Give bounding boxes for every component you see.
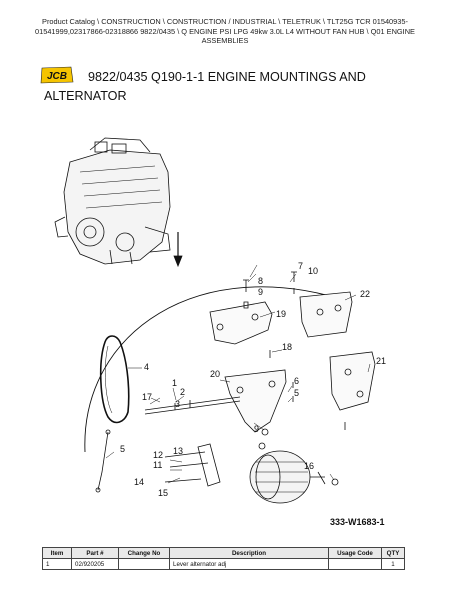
- col-part-number: Part #: [71, 547, 119, 559]
- callout-16: 16: [304, 461, 314, 471]
- callout-6: 6: [294, 376, 299, 386]
- exploded-parts-diagram: 4 1 2 3 17 8 9 7 10 22 19 18 21 20 6 5 5…: [54, 137, 386, 504]
- callout-4: 4: [144, 362, 149, 372]
- engine-illustration: [54, 137, 171, 265]
- callout-7: 7: [298, 261, 303, 271]
- callout-19: 19: [276, 309, 286, 319]
- col-description: Description: [169, 547, 329, 559]
- callout-2: 2: [180, 387, 185, 397]
- callout-5-alt: 5: [294, 388, 299, 398]
- callout-3: 3: [175, 399, 180, 409]
- cell-description: Lever alternator adj: [169, 558, 329, 570]
- parts-table-header-row: Item Part # Change No Description Usage …: [42, 547, 405, 559]
- callout-22: 22: [360, 289, 370, 299]
- callout-1: 1: [172, 378, 177, 388]
- callout-11: 11: [153, 460, 162, 470]
- cell-qty: 1: [381, 558, 405, 570]
- alternator-illustration: [249, 450, 339, 504]
- cell-usage-code: [328, 558, 382, 570]
- col-qty: QTY: [381, 547, 405, 559]
- page-title: 9822/0435 Q190-1-1 ENGINE MOUNTINGS AND …: [44, 68, 418, 106]
- callout-9: 9: [258, 287, 263, 297]
- breadcrumb-line-2: 01541999,02317866-02318866 9822/0435 \ Q…: [34, 26, 415, 36]
- callout-13: 13: [173, 446, 183, 456]
- jcb-logo-text: JCB: [47, 71, 67, 82]
- callout-15: 15: [158, 488, 168, 498]
- breadcrumb: Product Catalog \ CONSTRUCTION \ CONSTRU…: [18, 17, 432, 46]
- parts-table: Item Part # Change No Description Usage …: [42, 547, 405, 570]
- breadcrumb-line-3: ASSEMBLIES: [201, 36, 249, 46]
- callout-9-lower: 9: [254, 424, 259, 434]
- callout-10: 10: [308, 266, 318, 276]
- callout-17: 17: [142, 392, 152, 402]
- callout-5: 5: [120, 444, 125, 454]
- cell-part-number: 02/920205: [71, 558, 119, 570]
- callout-14: 14: [134, 477, 144, 487]
- breadcrumb-line-1: Product Catalog \ CONSTRUCTION \ CONSTRU…: [42, 17, 408, 26]
- col-change-no: Change No: [118, 547, 170, 559]
- callout-20: 20: [210, 369, 220, 379]
- callout-18: 18: [282, 342, 292, 352]
- table-row: 1 02/920205 Lever alternator adj 1: [42, 558, 405, 570]
- callout-12: 12: [153, 450, 163, 460]
- title-line-2: ALTERNATOR: [44, 89, 127, 103]
- col-item: Item: [42, 547, 72, 559]
- cell-item: 1: [42, 558, 72, 570]
- figure-code: 333-W1683-1: [330, 517, 385, 527]
- callout-21: 21: [376, 356, 386, 366]
- cell-change-no: [118, 558, 170, 570]
- col-usage-code: Usage Code: [328, 547, 382, 559]
- title-line-1: 9822/0435 Q190-1-1 ENGINE MOUNTINGS AND: [88, 70, 366, 84]
- callout-8: 8: [258, 276, 263, 286]
- jcb-logo: JCB: [40, 66, 74, 84]
